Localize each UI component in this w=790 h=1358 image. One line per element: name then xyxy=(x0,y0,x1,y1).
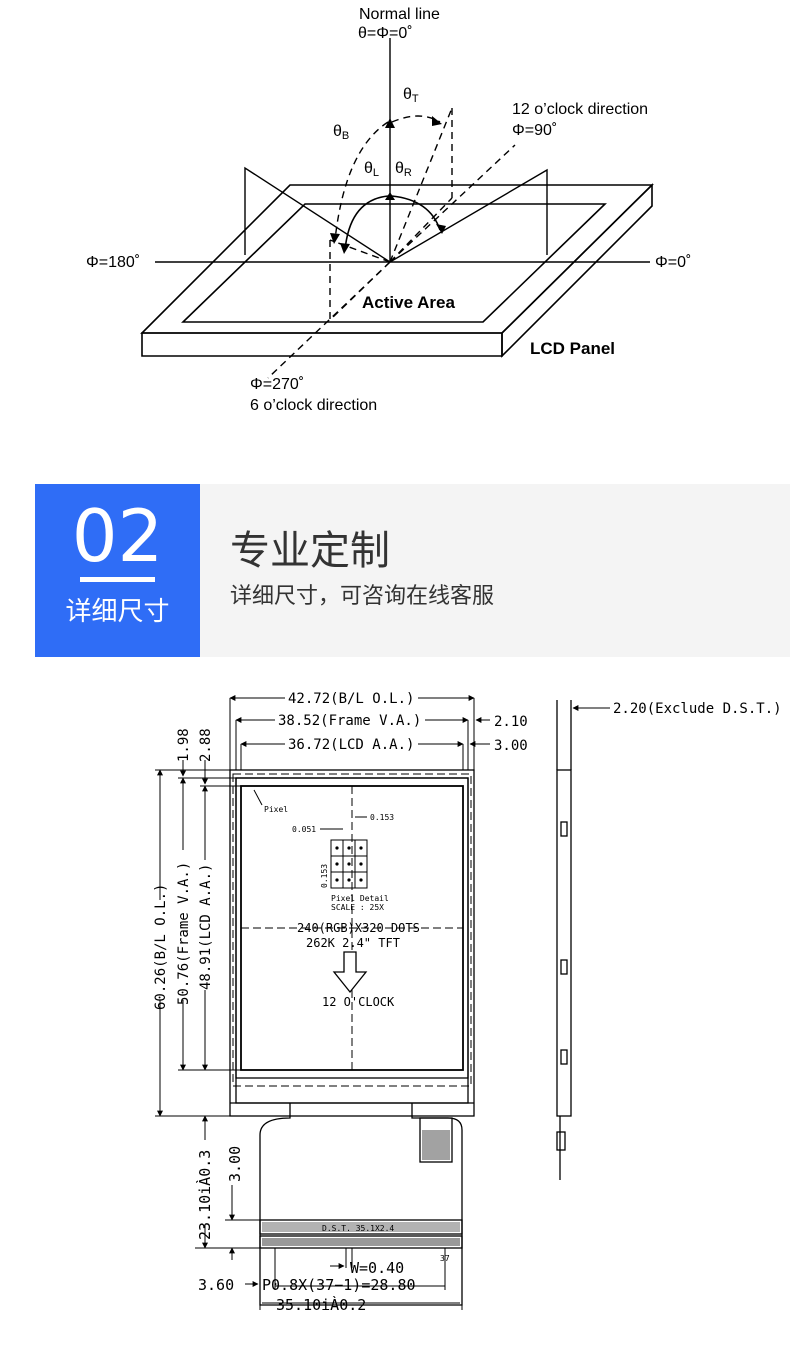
theta-bottom-line-c xyxy=(329,261,391,321)
phi-0-label: Φ=0˚ xyxy=(655,254,691,271)
dim-fpc-len: 23.10iÀ0.3 xyxy=(195,1150,214,1240)
backlight-outline xyxy=(229,769,475,1117)
dim-w: W=0.40 xyxy=(350,1259,404,1277)
pixel-label: Pixel xyxy=(264,805,288,814)
six-oclock-label: 6 o’clock direction xyxy=(250,397,377,414)
dim-pitch: P0.8X(37−1)=28.80 xyxy=(262,1276,416,1294)
normal-line-label: Normal line xyxy=(359,6,440,23)
normal-equation-label: θ=Φ=0˚ xyxy=(358,25,413,42)
dst-label: D.S.T. 35.1X2.4 xyxy=(322,1224,394,1233)
pixel-detail-label: Pixel Detail xyxy=(331,894,389,903)
side-view-tab-1 xyxy=(560,821,568,837)
side-view-body xyxy=(556,769,572,1117)
arrow-theta-right xyxy=(436,224,446,234)
theta-top-arc xyxy=(391,115,441,123)
dim-exclude: 2.20(Exclude D.S.T.) xyxy=(613,701,782,717)
left-cone-outline xyxy=(244,166,391,263)
phi90-direction-line xyxy=(389,144,516,263)
phi-270-label: Φ=270˚ xyxy=(250,376,304,393)
lcd-panel-front-face xyxy=(141,332,503,357)
section-title-panel: 专业定制 详细尺寸，可咨询在线客服 xyxy=(200,484,790,657)
mechanical-drawing: 42.72(B/L O.L.) 38.52(Frame V.A.) 36.72(… xyxy=(0,674,790,1358)
inner-panel xyxy=(235,777,469,1079)
twelve-oclock-label: 12 o’clock direction xyxy=(512,101,648,118)
right-cone-outline xyxy=(389,168,548,263)
dim-2-88: 2.88 xyxy=(198,728,214,762)
side-view-connector xyxy=(556,1131,566,1151)
theta-left-label: θL xyxy=(364,160,379,179)
section-title: 专业定制 xyxy=(230,528,390,574)
dim-3-00-top: 3.00 xyxy=(494,738,528,754)
theta-right-label: θR xyxy=(395,160,412,179)
dim-lcd-height: 48.91(LCD A.A.) xyxy=(198,864,214,990)
theta-bottom-label: θB xyxy=(333,123,349,142)
pixel-0153-h: 0.153 xyxy=(370,813,394,822)
dim-frame-width: 38.52(Frame V.A.) xyxy=(278,713,421,729)
side-view-tab-3 xyxy=(560,1049,568,1065)
pin-strip xyxy=(259,1235,463,1249)
lcd-panel-side-face xyxy=(501,183,653,358)
mechanical-drawing-svg: 42.72(B/L O.L.) 38.52(Frame V.A.) 36.72(… xyxy=(153,691,782,1314)
clock-label: 12 O'CLOCK xyxy=(322,995,395,1009)
theta-right-arc xyxy=(391,195,441,231)
pixel-leader xyxy=(253,789,263,806)
pixel-0153-v: 0.153 xyxy=(320,864,329,888)
pixel-detail-box xyxy=(330,839,368,889)
dim-frame-height: 50.76(Frame V.A.) xyxy=(176,862,192,1005)
arrow-theta-bottom xyxy=(330,233,340,244)
fpc-connector-tab xyxy=(419,1117,453,1163)
dst-hatch xyxy=(262,1222,460,1232)
arrow-center-top xyxy=(385,192,395,200)
theta-bottom-arc xyxy=(334,121,389,241)
arrow-theta-left xyxy=(340,243,350,254)
dim-3-00-left: 3.00 xyxy=(226,1146,244,1182)
dim-fpc-width: 35.10iÀ0.2 xyxy=(276,1295,366,1314)
pin-37: 37 xyxy=(440,1254,450,1263)
dim-1-98: 1.98 xyxy=(176,728,192,762)
dots-label: 240(RGB)X320 DOTS xyxy=(297,921,420,935)
viewing-angle-diagram: Normal line θ=Φ=0˚ θT θB θL θR 12 o’cloc… xyxy=(0,0,790,470)
dim-2-10: 2.10 xyxy=(494,714,528,730)
section-subtitle: 详细尺寸 xyxy=(65,597,170,627)
fpc-tab-hatch xyxy=(422,1130,450,1160)
section-header: 02 详细尺寸 专业定制 详细尺寸，可咨询在线客服 xyxy=(0,484,790,658)
theta-top-line-a xyxy=(389,107,453,263)
tft-label: 262K 2.4" TFT xyxy=(306,936,400,950)
theta-top-label: θT xyxy=(403,86,419,105)
section-number: 02 xyxy=(71,494,164,578)
dst-strip xyxy=(259,1219,463,1235)
dim-bl-height: 60.26(B/L O.L.) xyxy=(153,884,169,1010)
active-area-label: Active Area xyxy=(362,293,455,312)
pixel-scale-label: SCALE : 25X xyxy=(331,903,384,912)
dim-3-60: 3.60 xyxy=(198,1276,234,1294)
dim-bl-width: 42.72(B/L O.L.) xyxy=(288,691,414,707)
pixel-dots xyxy=(335,846,363,882)
pin-hatch xyxy=(262,1238,460,1246)
side-view-tab-2 xyxy=(560,959,568,975)
frame-dashed-outline xyxy=(232,773,472,1087)
theta-left-arc xyxy=(344,195,389,251)
arrow-theta-top xyxy=(432,116,442,126)
section-description: 详细尺寸，可咨询在线客服 xyxy=(230,584,495,609)
theta-top-line-c xyxy=(389,197,453,263)
lcd-panel-label: LCD Panel xyxy=(530,339,615,358)
phi-180-label: Φ=180˚ xyxy=(86,254,140,271)
viewing-angle-svg: Normal line θ=Φ=0˚ θT θB θL θR 12 o’cloc… xyxy=(86,6,691,414)
phi-90-label: Φ=90˚ xyxy=(512,122,557,139)
pixel-0051: 0.051 xyxy=(292,825,316,834)
active-area-outline xyxy=(181,203,607,323)
section-number-underline xyxy=(80,577,155,582)
orientation-arrow xyxy=(332,951,368,994)
theta-bottom-line-a xyxy=(329,239,391,263)
dim-lcd-width: 36.72(LCD A.A.) xyxy=(288,737,414,753)
arrow-normal-top xyxy=(385,118,395,128)
section-number-badge: 02 详细尺寸 xyxy=(35,484,200,657)
